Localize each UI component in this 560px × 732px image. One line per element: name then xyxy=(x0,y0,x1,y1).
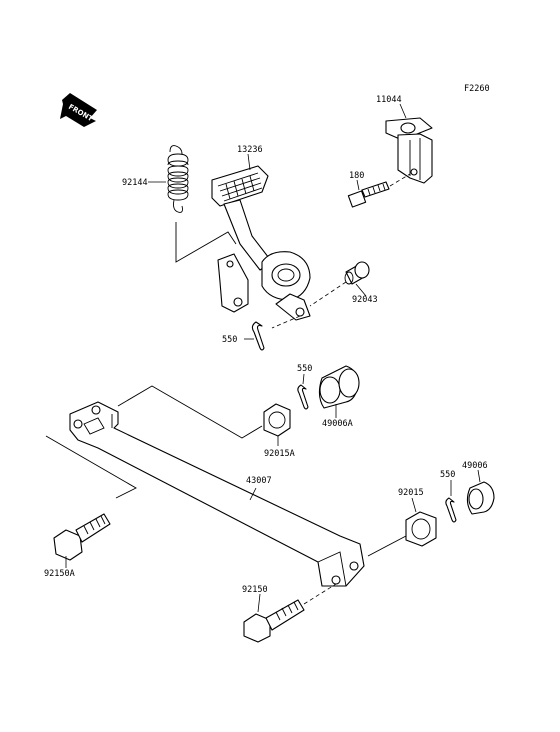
label-92015A: 92015A xyxy=(264,449,295,459)
bushing-49006a xyxy=(318,365,360,409)
bolt-180 xyxy=(347,181,390,208)
bushing-49006 xyxy=(466,481,495,515)
label-550c: 550 xyxy=(440,470,455,480)
label-49006: 49006 xyxy=(462,461,488,471)
bolt-92150a xyxy=(53,513,111,561)
label-49006A: 49006A xyxy=(322,419,353,429)
figure-code: F2260 xyxy=(464,84,490,94)
bolt-92150 xyxy=(243,599,305,643)
label-13236: 13236 xyxy=(237,145,263,155)
cotter-pin-550b xyxy=(297,384,309,410)
label-92015: 92015 xyxy=(398,488,424,498)
collar-nut-92015 xyxy=(405,511,437,547)
label-550b: 550 xyxy=(297,364,312,374)
label-92150A: 92150A xyxy=(44,569,75,579)
brake-pedal-13236 xyxy=(211,165,311,321)
label-11044: 11044 xyxy=(376,95,402,105)
bracket-11044 xyxy=(385,117,433,184)
label-92150: 92150 xyxy=(242,585,268,595)
label-43007: 43007 xyxy=(246,476,272,486)
cotter-pin-550c xyxy=(445,497,457,523)
rod-43007 xyxy=(69,401,365,587)
pin-92043 xyxy=(344,261,370,285)
label-550a: 550 xyxy=(222,335,237,345)
label-92144: 92144 xyxy=(122,178,148,188)
label-92043: 92043 xyxy=(352,295,378,305)
collar-nut-92015a xyxy=(263,403,291,437)
label-180: 180 xyxy=(349,171,364,181)
cotter-pin-550a xyxy=(251,321,265,351)
spring-92144 xyxy=(167,145,189,213)
front-direction-icon: FRONT xyxy=(60,93,97,127)
